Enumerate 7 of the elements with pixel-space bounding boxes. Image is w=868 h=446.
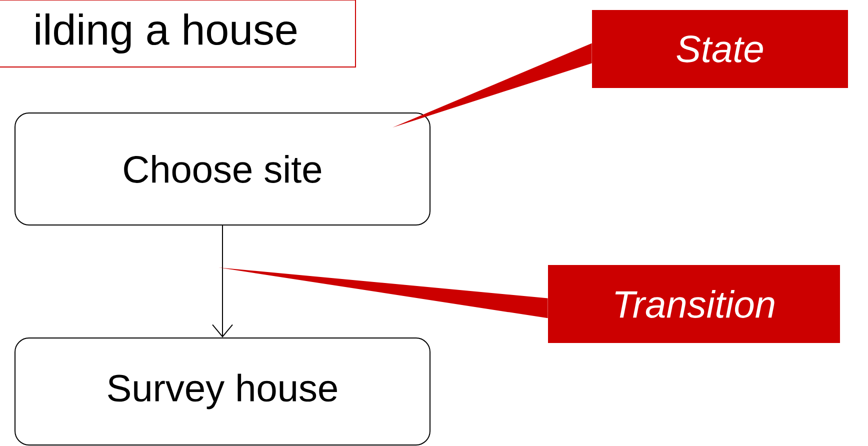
callout-box: State xyxy=(592,10,848,88)
leader-wedge xyxy=(218,268,548,318)
state-box: Survey house xyxy=(14,337,430,446)
callout-box: Transition xyxy=(548,264,840,343)
state-box: Choose site xyxy=(14,112,430,226)
arrow xyxy=(212,225,233,338)
title-box: ilding a house xyxy=(0,0,356,68)
